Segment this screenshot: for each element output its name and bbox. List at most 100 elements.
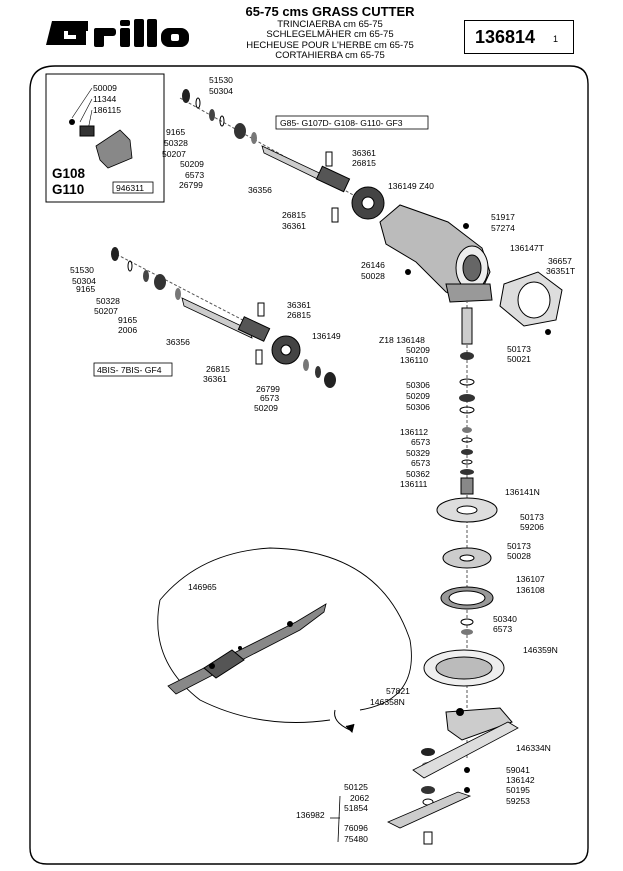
lbl-36356-a: 36356 [248, 185, 272, 195]
lbl-51530-a: 51530 [209, 75, 233, 85]
frame-border [29, 65, 589, 865]
upper-shaft-assembly [179, 89, 385, 223]
title-main: 65-75 cms GRASS CUTTER [245, 4, 415, 19]
lbl-146359n: 146359N [523, 645, 558, 655]
lbl-50209-c: 50209 [406, 345, 430, 355]
lbl-2062: 2062 [350, 793, 369, 803]
lbl-136110: 136110 [400, 355, 428, 365]
grillo-logo [46, 19, 189, 47]
lbl-136108: 136108 [516, 585, 545, 595]
lbl-26799-a: 26799 [179, 180, 203, 190]
lbl-136142: 136142 [506, 775, 535, 785]
gearbox-housing [379, 204, 563, 335]
lbl-6573-a: 6573 [185, 170, 204, 180]
lbl-136111: 136111 [400, 479, 428, 489]
lbl-136982: 136982 [296, 810, 325, 820]
lbl-136149: 136149 [312, 331, 341, 341]
lbl-36657: 36657 [548, 256, 572, 266]
lbl-136149-z40: 136149 Z40 [388, 181, 434, 191]
lbl-9165-a: 9165 [166, 127, 185, 137]
lbl-146965: 146965 [188, 582, 217, 592]
blade-detail: 146965 [157, 547, 412, 733]
lbl-6573-c: 6573 [411, 437, 430, 447]
lbl-50306-a: 50306 [406, 380, 430, 390]
lbl-50125: 50125 [344, 782, 368, 792]
subtitle-fr: HECHEUSE POUR L'HERBE cm 65-75 [246, 39, 414, 51]
lbl-136112: 136112 [400, 427, 428, 437]
lbl-36361-a2: 36361 [282, 221, 306, 231]
lbl-26799-b: 26799 [256, 384, 280, 394]
page-number: 1 [553, 34, 559, 44]
lbl-50209-d: 50209 [406, 391, 430, 401]
lbl-50173-b: 50173 [520, 512, 544, 522]
lbl-50304-b: 50304 [72, 276, 96, 286]
lbl-59041: 59041 [506, 765, 530, 775]
lbl-36351t: 36351T [546, 266, 576, 276]
lbl-36361-a: 36361 [352, 148, 376, 158]
lbl-50207-b: 50207 [94, 306, 118, 316]
lbl-9165-b: 9165 [76, 284, 95, 294]
part-number-box: 136814 1 [464, 20, 574, 54]
lbl-36361-b: 36361 [287, 300, 311, 310]
lbl-50028-a: 50028 [361, 271, 385, 281]
lbl-51530-b: 51530 [70, 265, 94, 275]
lbl-50328-b: 50328 [96, 296, 120, 306]
lbl-50340: 50340 [493, 614, 517, 624]
inset-model-g108: G108 [52, 166, 86, 181]
inset-panel: 50009 11344 186115 G108 G110 946311 [45, 73, 165, 203]
lbl-6573-d: 6573 [411, 458, 430, 468]
lbl-136141n: 136141N [505, 487, 540, 497]
lbl-50306-b: 50306 [406, 402, 430, 412]
title-block: 65-75 cms GRASS CUTTER TRINCIAERBA cm 65… [200, 4, 460, 61]
model-tag-a: G85- G107D- G108- G110- GF3 [280, 118, 403, 128]
lbl-36361-b2: 36361 [203, 374, 227, 384]
lbl-50195: 50195 [506, 785, 530, 795]
knife-group [330, 721, 519, 845]
lower-shaft-assembly [111, 247, 336, 388]
lbl-50021: 50021 [507, 354, 531, 364]
lbl-50304-a: 50304 [209, 86, 233, 96]
lbl-26815-a: 26815 [352, 158, 376, 168]
inset-label-1: 50009 [93, 83, 117, 93]
lbl-146358n: 146358N [370, 697, 405, 707]
lbl-26815-a2: 26815 [282, 210, 306, 220]
lbl-50209-b: 50209 [254, 403, 278, 413]
lbl-51854: 51854 [344, 803, 368, 813]
lbl-2006: 2006 [118, 325, 137, 335]
lbl-50209-a: 50209 [180, 159, 204, 169]
inset-label-3: 186115 [93, 105, 121, 115]
lbl-50207-a: 50207 [162, 149, 186, 159]
lbl-6573-e: 6573 [493, 624, 512, 634]
part-number: 136814 [475, 27, 536, 47]
lbl-57821: 57821 [386, 686, 410, 696]
lbl-75480: 75480 [344, 834, 368, 844]
lbl-26815-b2: 26815 [206, 364, 230, 374]
lbl-136147t: 136147T [510, 243, 545, 253]
subtitle-it: TRINCIAERBA cm 65-75 [277, 19, 383, 30]
lbl-z18-136148: Z18 136148 [379, 335, 425, 345]
lbl-76096: 76096 [344, 823, 368, 833]
inset-model-g110: G110 [52, 182, 84, 197]
lbl-50329: 50329 [406, 448, 430, 458]
lbl-146334n: 146334N [516, 743, 551, 753]
lbl-59206: 59206 [520, 522, 544, 532]
subtitle-de: SCHLEGELMÄHER cm 65-75 [266, 29, 394, 41]
lbl-136107: 136107 [516, 574, 545, 584]
lbl-50173-a: 50173 [507, 344, 531, 354]
lbl-6573-b: 6573 [260, 393, 279, 403]
lbl-59253: 59253 [506, 796, 530, 806]
lbl-26146: 26146 [361, 260, 385, 270]
lbl-50028-b: 50028 [507, 551, 531, 561]
subtitle-es: CORTAHIERBA cm 65-75 [275, 49, 385, 61]
inset-ref: 946311 [116, 183, 144, 193]
vertical-stack [423, 300, 513, 793]
lbl-36356-b: 36356 [166, 337, 190, 347]
inset-label-2: 11344 [93, 94, 116, 104]
lbl-9165-c: 9165 [118, 315, 137, 325]
model-tag-b: 4BIS- 7BIS- GF4 [97, 365, 162, 375]
lbl-57274: 57274 [491, 223, 515, 233]
lbl-51917: 51917 [491, 212, 515, 222]
lbl-50362: 50362 [406, 469, 430, 479]
